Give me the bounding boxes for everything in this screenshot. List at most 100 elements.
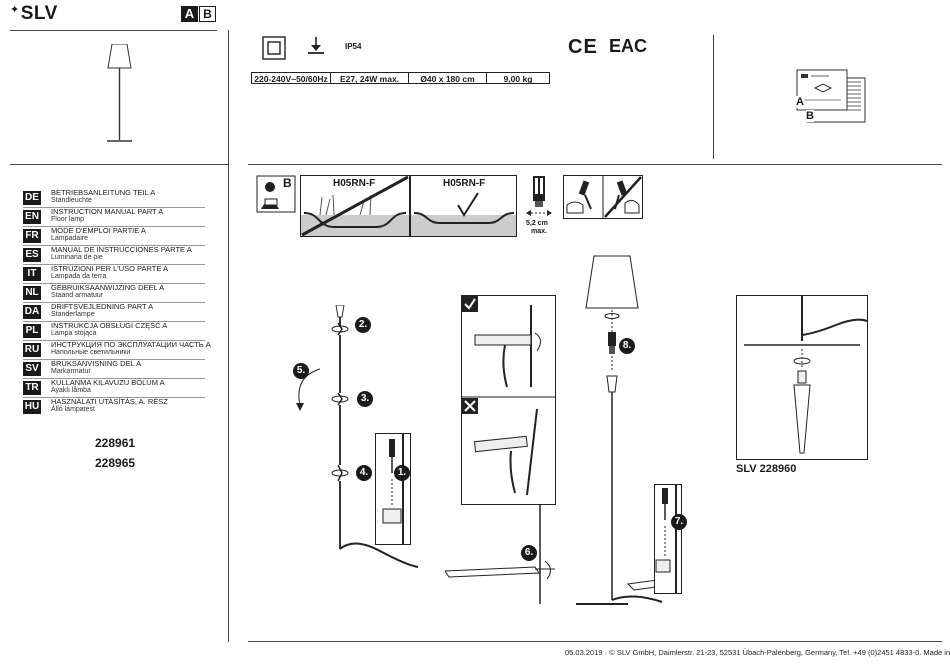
brand-name: SLV — [20, 3, 58, 24]
footer-divider — [248, 641, 942, 642]
lang-subtitle: Lampadaire — [51, 235, 88, 242]
step-5-badge: 5. — [293, 363, 309, 379]
brand-logo: ✦SLV — [10, 3, 58, 25]
lang-code: SV — [23, 362, 41, 376]
lang-code: FR — [23, 229, 41, 243]
lang-subtitle: Standerlampe — [51, 311, 95, 318]
lang-title: KULLANMA KILAVUZU BÖLÜM A — [51, 378, 165, 387]
lang-subtitle: Álló lámpatest — [51, 406, 95, 413]
read-part-b-icon — [256, 175, 296, 213]
step-7-badge: 7. — [671, 514, 687, 530]
lang-title: INSTRUKCJA OBSŁUGI CZĘŚĆ A — [51, 321, 168, 330]
lang-title: ISTRUZIONI PER L'USO PARTE A — [51, 264, 169, 273]
screwdriver-tools-panel — [563, 175, 643, 219]
floor-lamp-illustration — [107, 44, 132, 142]
logo-spark-icon: ✦ — [10, 4, 20, 16]
spec-size: Ø40 x 180 cm — [408, 72, 487, 84]
manual-b-label: B — [806, 110, 814, 122]
manual-parts-icon — [796, 69, 866, 123]
spec-power: E27, 24W max. — [330, 72, 409, 84]
article-number-1: 228961 — [95, 436, 136, 450]
step-2-badge: 2. — [355, 317, 371, 333]
manual-a-label: A — [796, 96, 804, 108]
part-b-letter: B — [283, 176, 292, 190]
lang-subtitle: Markarmatur — [51, 368, 91, 375]
lang-subtitle: Lampa stojąca — [51, 330, 97, 337]
lang-title: BETRIEBSANLEITUNG TEIL A — [51, 188, 156, 197]
cable-correct-install-panel — [410, 175, 517, 237]
lang-title: HASZNÁLATI UTASÍTÁS, A. RÉSZ — [51, 397, 168, 406]
base-plug-detail — [375, 433, 411, 545]
lamp-base-plug-detail — [654, 484, 682, 594]
part-b-badge: B — [199, 6, 216, 22]
ground-mount-icon — [308, 37, 324, 54]
part-a-badge: A — [181, 6, 198, 22]
lang-subtitle: Напольные светильники — [51, 349, 131, 356]
lang-code: PL — [23, 324, 41, 338]
lang-title: GEBRUIKSAANWIJZING DEEL A — [51, 283, 165, 292]
cable-type-wrong: H05RN-F — [333, 178, 376, 189]
lang-title: MODE D'EMPLOI PARTIE A — [51, 226, 146, 235]
mount-check-panels — [461, 295, 556, 505]
ground-spike-article: SLV 228960 — [736, 463, 797, 475]
header-right-divider — [713, 35, 714, 159]
lang-code: DE — [23, 191, 41, 205]
lang-title: DRIFTSVEJLEDNING PART A — [51, 302, 154, 311]
article-number-2: 228965 — [95, 456, 136, 470]
lang-code: TR — [23, 381, 41, 395]
step-1-badge: 1. — [394, 465, 410, 481]
lang-code: RU — [23, 343, 41, 357]
column-divider — [228, 30, 229, 642]
eac-mark: EAC — [609, 36, 648, 56]
main-divider — [248, 164, 942, 165]
lang-title: BRUKSANVISNING DEL A — [51, 359, 142, 368]
bulb-size-label: 5,2 cm — [526, 220, 548, 227]
header-divider — [10, 30, 217, 31]
step-6-badge: 6. — [521, 545, 537, 561]
bulb-max-label: max. — [531, 228, 547, 235]
lang-code: ES — [23, 248, 41, 262]
cfl-bulb-icon — [526, 176, 552, 216]
lang-code: NL — [23, 286, 41, 300]
lang-code: EN — [23, 210, 41, 224]
step-3-badge: 3. — [357, 391, 373, 407]
cable-type-correct: H05RN-F — [443, 178, 486, 189]
ground-spike-panel — [736, 295, 868, 460]
protection-class-ii-icon — [262, 36, 286, 60]
lang-code: DA — [23, 305, 41, 319]
left-divider — [10, 164, 228, 165]
ip-rating: IP54 — [345, 42, 362, 51]
lang-subtitle: Luminaria de pie — [51, 254, 103, 261]
spec-voltage: 220-240V~50/60Hz — [251, 72, 331, 84]
lang-subtitle: Standleuchte — [51, 197, 92, 204]
step-8-badge: 8. — [619, 338, 635, 354]
pole-assembly-illustration — [296, 305, 419, 568]
lang-subtitle: Floor lamp — [51, 216, 85, 223]
lang-subtitle: Ayaklı lâmba — [51, 387, 91, 394]
lang-code: IT — [23, 267, 41, 281]
assembled-lamp-illustration — [576, 255, 680, 605]
step-4-badge: 4. — [356, 465, 372, 481]
cable-wrong-install-panel — [300, 175, 410, 237]
ce-mark: CE — [568, 36, 598, 58]
lang-subtitle: Staand armatuur — [51, 292, 104, 299]
lang-title: ИНСТРУКЦИЯ ПО ЭКСПЛУАТАЦИИ ЧАСТЬ A — [51, 340, 211, 349]
spec-weight: 9,00 kg — [486, 72, 550, 84]
base-plate-illustration — [445, 505, 555, 604]
lang-subtitle: Lampada da terra — [51, 273, 107, 280]
lang-code: HU — [23, 400, 41, 414]
lang-title: INSTRUCTION MANUAL PART A — [51, 207, 164, 216]
lang-title: MANUAL DE INSTRUCCIONES PARTE A — [51, 245, 192, 254]
